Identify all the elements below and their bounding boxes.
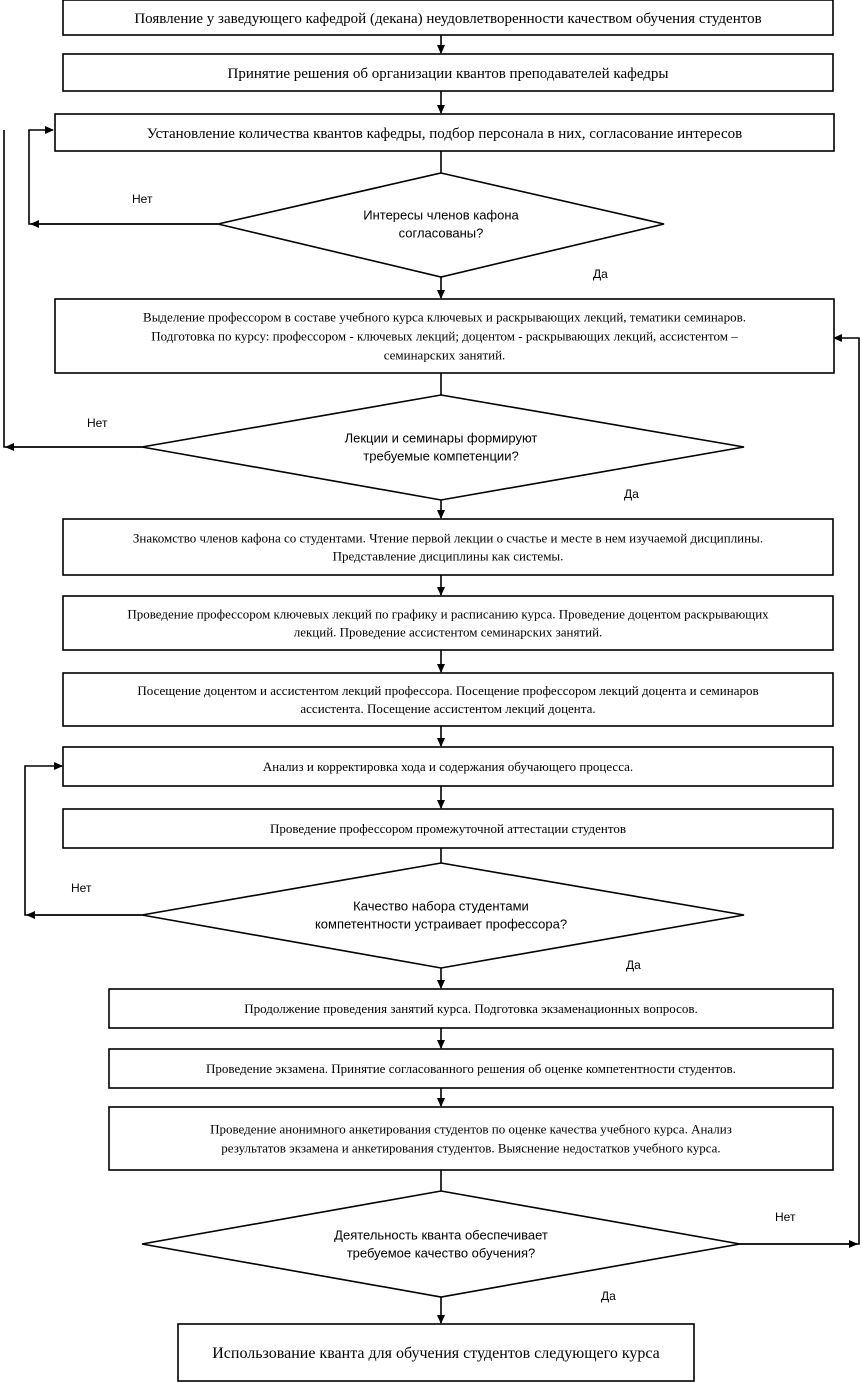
process-box-b2 [62,53,834,92]
process-box-b3 [54,113,835,152]
process-text-b13-line: Использование кванта для обучения студен… [212,1345,660,1362]
process-text-b2-line: Принятие решения об организации квантов … [227,66,668,82]
process-box-b10 [108,988,834,1029]
process-text-b5: Знакомство членов кафона со студентами. … [133,531,763,564]
process-box-b5 [62,518,834,576]
process-text-b4-line: семинарских занятий. [384,348,506,363]
process-text-b6-line: лекций. Проведение ассистентом семинарск… [294,625,603,640]
decision-text-d2-line: требуемые компетенции? [363,449,518,464]
process-box-b13 [177,1323,695,1382]
process-text-b5-line: Знакомство членов кафона со студентами. … [133,531,763,546]
process-text-b4: Выделение профессором в составе учебного… [143,310,746,363]
decision-text-d4-line: требуемое качество обучения? [347,1246,536,1261]
process-box-b11 [108,1048,834,1089]
decision-text-d4-line: Деятельность кванта обеспечивает [334,1228,548,1243]
process-box-b1 [62,0,834,36]
branch-label-d1-no: Нет [132,192,153,206]
process-box-b6 [62,595,834,651]
branch-label-d2-no: Нет [87,416,108,430]
process-text-b3: Установление количества квантов кафедры,… [147,126,742,142]
process-text-b11: Проведение экзамена. Принятие согласован… [206,1061,736,1076]
process-box-b7 [62,672,834,727]
process-text-b8-line: Анализ и корректировка хода и содержания… [263,759,633,774]
decision-diamond-d2 [141,394,745,501]
branch-label-d2-yes: Да [624,487,639,501]
process-text-b1-line: Появление у заведующего кафедрой (декана… [134,11,761,27]
decision-text-d2-line: Лекции и семинары формируют [345,431,538,446]
process-text-b12-line: Проведение анонимного анкетирования студ… [210,1122,732,1137]
decision-text-d3-line: компетентности устраивает профессора? [315,917,567,932]
process-box-b8 [62,746,834,787]
decision-text-d2: Лекции и семинары формируют требуемые ком… [345,431,538,464]
decision-text-d1-line: Интересы членов кафона [363,208,519,223]
flow-nodes: Появление у заведующего кафедрой (декана… [54,0,835,1382]
process-box-b12 [108,1106,834,1171]
decision-diamond-d4 [141,1190,741,1298]
decision-diamond-d1 [217,172,665,278]
process-text-b12: Проведение анонимного анкетирования студ… [210,1122,732,1156]
process-text-b6-line: Проведение профессором ключевых лекций п… [127,607,769,622]
branch-label-d4-yes: Да [601,1289,616,1303]
process-text-b6: Проведение профессором ключевых лекций п… [127,607,769,640]
process-box-b9 [62,808,834,849]
branch-label-d3-yes: Да [626,958,641,972]
process-text-b4-line: Подготовка по курсу: профессором - ключе… [151,329,738,344]
process-text-b11-line: Проведение экзамена. Принятие согласован… [206,1061,736,1076]
process-text-b2: Принятие решения об организации квантов … [227,66,668,82]
process-text-b4-line: Выделение профессором в составе учебного… [143,310,746,325]
branch-label-d4-no: Нет [775,1210,796,1224]
process-box-b4 [54,298,835,374]
process-text-b1: Появление у заведующего кафедрой (декана… [134,11,761,27]
process-text-b9-line: Проведение профессором промежуточной атт… [270,821,626,836]
process-text-b7-line: Посещение доцентом и ассистентом лекций … [137,683,758,698]
process-text-b5-line: Представление дисциплины как системы. [333,549,564,564]
decision-text-d4: Деятельность кванта обеспечивает требуемо… [334,1228,548,1261]
decision-text-d1: Интересы членов кафона согласованы? [363,208,519,241]
process-text-b3-line: Установление количества квантов кафедры,… [147,126,742,142]
process-text-b10-line: Продолжение проведения занятий курса. По… [244,1001,698,1016]
process-text-b7: Посещение доцентом и ассистентом лекций … [137,683,758,716]
branch-label-d3-no: Нет [71,881,92,895]
process-text-b7-line: ассистента. Посещение ассистентом лекций… [300,701,595,716]
process-text-b8: Анализ и корректировка хода и содержания… [263,759,633,774]
process-text-b10: Продолжение проведения занятий курса. По… [244,1001,698,1016]
process-text-b12-line: результатов экзамена и анкетирования сту… [221,1141,720,1156]
decision-text-d3-line: Качество набора студентами [353,899,529,914]
decision-text-d1-line: согласованы? [399,226,484,241]
process-text-b9: Проведение профессором промежуточной атт… [270,821,626,836]
decision-diamond-d3 [141,862,745,969]
process-text-b13: Использование кванта для обучения студен… [212,1345,660,1362]
edge-d2-no-loop [3,130,142,448]
branch-label-d1-yes: Да [593,267,608,281]
decision-text-d3: Качество набора студентами компетентности… [315,899,567,932]
